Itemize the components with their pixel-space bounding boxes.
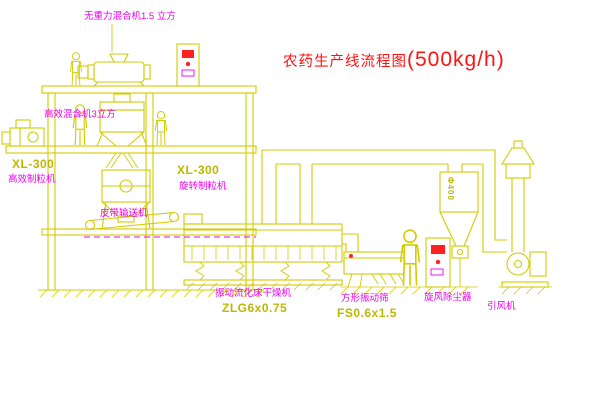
title-text: 农药生产线流程图 — [283, 54, 407, 70]
cyclone-collector — [439, 171, 479, 287]
left-granulator-machine — [1, 119, 45, 147]
label-dryer-name: 振动流化床干燥机 — [215, 288, 292, 299]
title-capacity: (500kg/h) — [407, 48, 505, 71]
label-screen-name: 方形振动筛 — [341, 293, 389, 304]
high-efficiency-mixer-machine — [96, 93, 148, 169]
label-cyclone-diameter: Φ400 — [445, 177, 455, 201]
label-screen-model: FS0.6x1.5 — [337, 306, 397, 320]
ground-hatching — [39, 282, 552, 298]
label-cyclone: 旋风除尘器 — [424, 292, 472, 303]
worker-second-floor-right — [154, 111, 168, 146]
control-cabinet-right — [425, 237, 451, 288]
worker-top-floor — [70, 52, 82, 86]
exhaust-stack — [501, 140, 535, 252]
label-left-granulator-name: 高效制粒机 — [8, 174, 56, 185]
label-gravity-free-mixer: 无重力混合机1.5 立方 — [84, 11, 176, 22]
induced-draft-fan-machine — [501, 251, 549, 288]
label-high-efficiency-mixer: 高效混合机3立方 — [44, 109, 116, 120]
label-dryer-model: ZLG6x0.75 — [222, 301, 288, 315]
label-rotary-granulator-name: 旋转制粒机 — [179, 181, 227, 192]
gravity-free-mixer-machine — [77, 24, 151, 87]
label-left-granulator-model: XL-300 — [12, 157, 55, 171]
worker-figures — [70, 52, 421, 287]
belt-conveyor-machine — [84, 211, 180, 231]
rotary-granulator-machine — [101, 169, 151, 230]
vibrating-screen-machine — [342, 233, 405, 288]
diagram-title: 农药生产线流程图(500kg/h) — [283, 48, 505, 72]
label-rotary-granulator-model: XL-300 — [177, 163, 220, 177]
label-belt-conveyor: 皮带输送机 — [100, 208, 148, 219]
structure-frame — [5, 85, 264, 291]
label-fan: 引风机 — [487, 301, 516, 312]
exhaust-ductwork — [261, 149, 507, 253]
control-cabinet-top — [176, 43, 200, 87]
fluid-bed-dryer-machine — [183, 213, 343, 286]
